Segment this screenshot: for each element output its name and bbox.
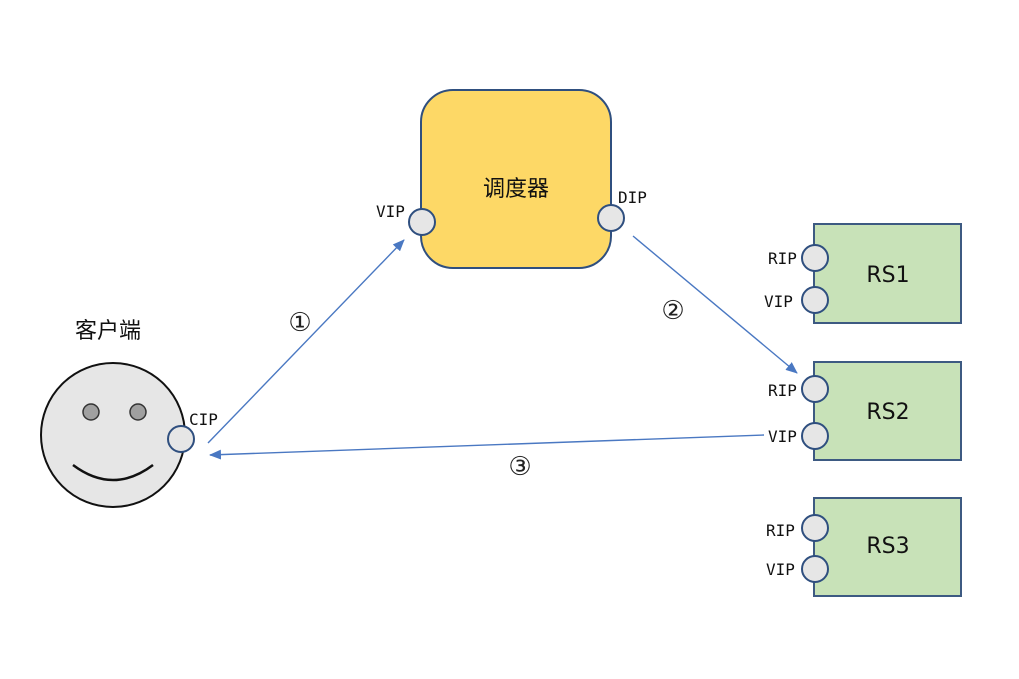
server-vip-label: VIP <box>768 427 797 446</box>
server-rip-port <box>801 244 829 272</box>
server-label: RS3 <box>866 534 909 559</box>
server-rip-label: RIP <box>768 381 797 400</box>
step-label-3: ③ <box>508 452 531 482</box>
server-label: RS2 <box>866 400 909 425</box>
server-rs3: RS3 RIP VIP <box>766 497 962 597</box>
client-face-icon <box>40 362 186 508</box>
scheduler-node: 调度器 VIP DIP <box>376 89 647 269</box>
flow-arrow-step1 <box>207 239 405 444</box>
scheduler-dip-label: DIP <box>618 188 647 207</box>
client-node: 客户端 CIP <box>40 319 218 508</box>
scheduler-vip-label: VIP <box>376 202 405 221</box>
server-vip-label: VIP <box>766 560 795 579</box>
server-vip-port <box>801 286 829 314</box>
server-rip-port <box>801 375 829 403</box>
server-box <box>813 497 962 597</box>
scheduler-label: 调度器 <box>483 177 549 202</box>
client-smile-icon <box>72 463 154 482</box>
server-vip-port <box>801 422 829 450</box>
server-rs1: RS1 RIP VIP <box>764 223 962 324</box>
server-rip-label: RIP <box>766 521 795 540</box>
server-rip-port <box>801 514 829 542</box>
server-vip-port <box>801 555 829 583</box>
server-box <box>813 223 962 324</box>
client-left-eye-icon <box>82 403 100 421</box>
step-label-1: ① <box>288 308 311 338</box>
client-right-eye-icon <box>129 403 147 421</box>
server-label: RS1 <box>866 263 909 288</box>
scheduler-dip-port <box>597 204 625 232</box>
scheduler-vip-port <box>408 208 436 236</box>
step-label-2: ② <box>661 296 684 326</box>
flow-arrow-step2 <box>632 235 798 374</box>
server-box <box>813 361 962 461</box>
server-rs2: RS2 RIP VIP <box>768 361 962 461</box>
server-vip-label: VIP <box>764 292 793 311</box>
flow-arrow-step3 <box>209 434 765 460</box>
client-cip-label: CIP <box>189 410 218 429</box>
client-cip-port <box>167 425 195 453</box>
client-label: 客户端 <box>75 319 141 344</box>
scheduler-box <box>420 89 612 269</box>
server-rip-label: RIP <box>768 249 797 268</box>
